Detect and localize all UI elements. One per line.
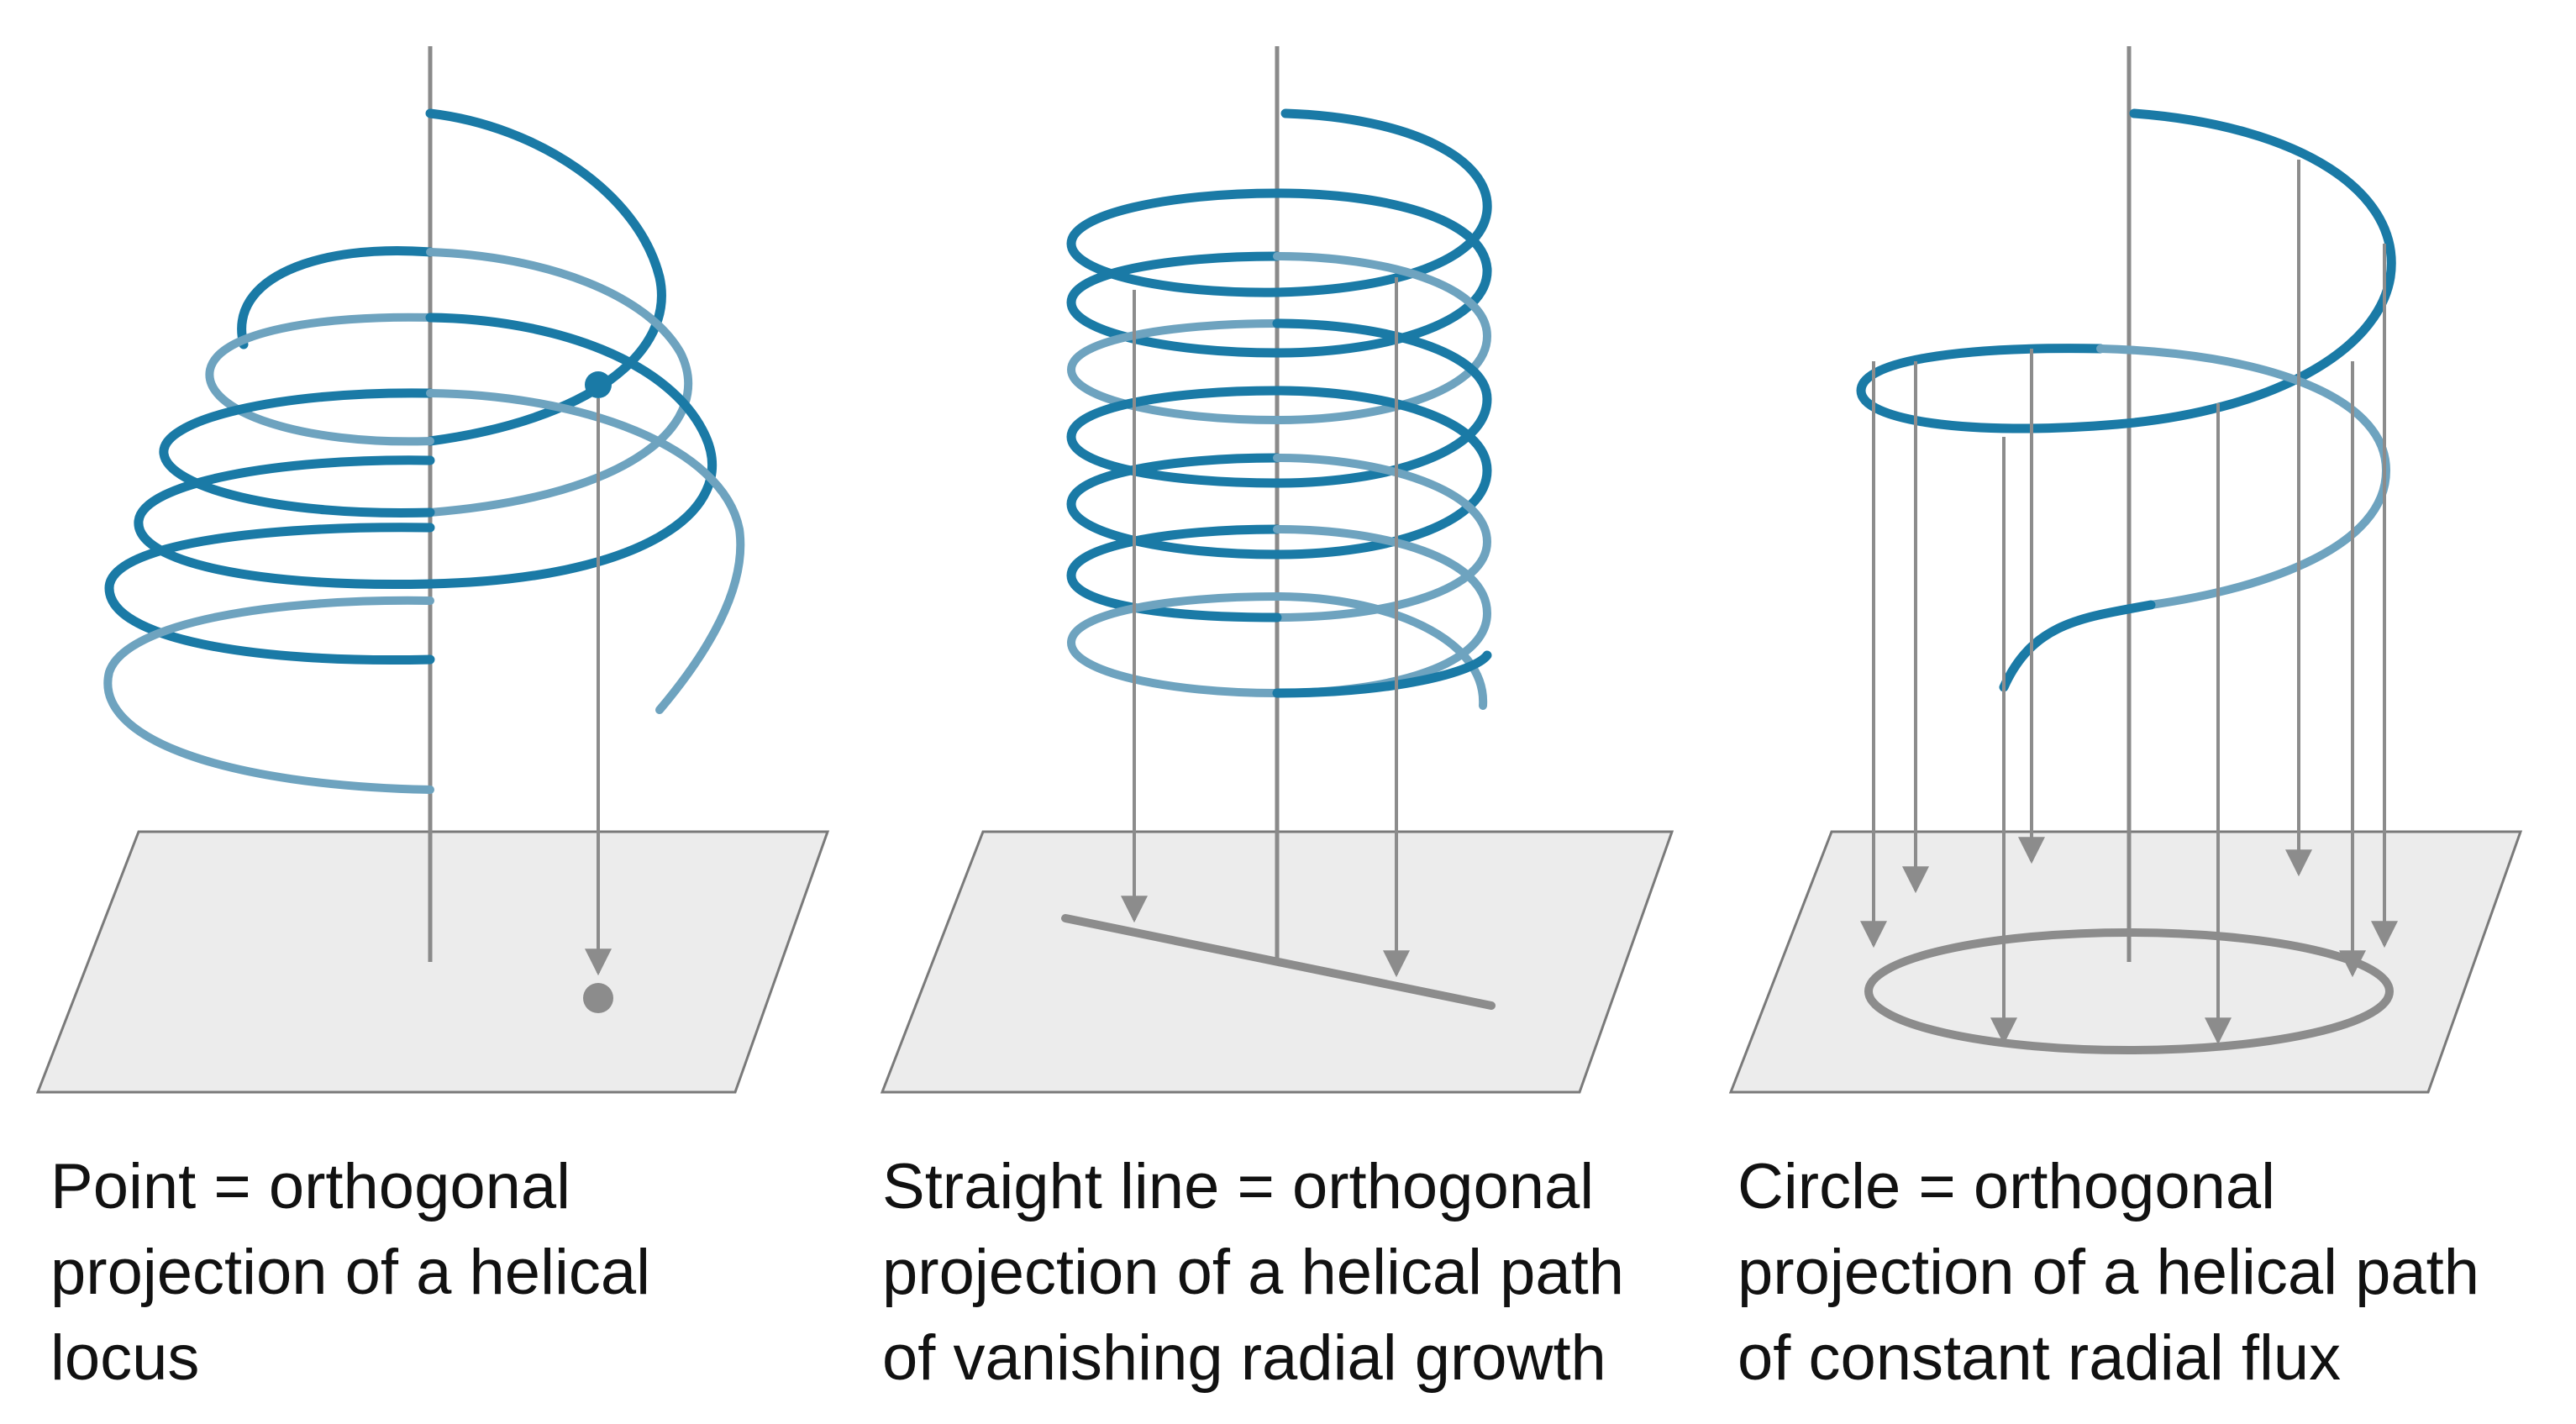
caption-line: Point = orthogonal — [50, 1151, 571, 1222]
caption-line: of constant radial flux — [1737, 1322, 2342, 1394]
projection-arrows — [1860, 160, 2398, 1045]
caption-line: Straight line = orthogonal — [882, 1151, 1595, 1222]
projected-circle — [1864, 928, 2394, 1054]
conical-helix — [103, 108, 745, 794]
caption-line: of vanishing radial growth — [882, 1322, 1606, 1394]
cylindrical-helix — [1066, 108, 1492, 710]
caption-point: Point = orthogonal projection of a helic… — [50, 1144, 891, 1401]
panel-line — [880, 46, 1674, 1094]
panel-circle — [1728, 46, 2523, 1094]
projection-plane — [35, 830, 830, 1094]
helix-locus-point — [585, 371, 612, 398]
caption-circle: Circle = orthogonal projection of a heli… — [1737, 1144, 2576, 1401]
caption-line: projection of a helical — [50, 1237, 650, 1308]
projected-point — [583, 983, 613, 1013]
caption-line: Straight line = orthogonal projection of… — [882, 1144, 1722, 1401]
panel-point — [35, 46, 830, 1094]
caption-line: locus — [50, 1322, 200, 1394]
caption-line: Circle = orthogonal — [1737, 1151, 2276, 1222]
projected-line — [1061, 914, 1496, 1010]
expanding-helix — [1856, 108, 2396, 692]
caption-line: projection of a helical path — [882, 1237, 1625, 1308]
caption-line: projection of a helical path — [1737, 1237, 2480, 1308]
